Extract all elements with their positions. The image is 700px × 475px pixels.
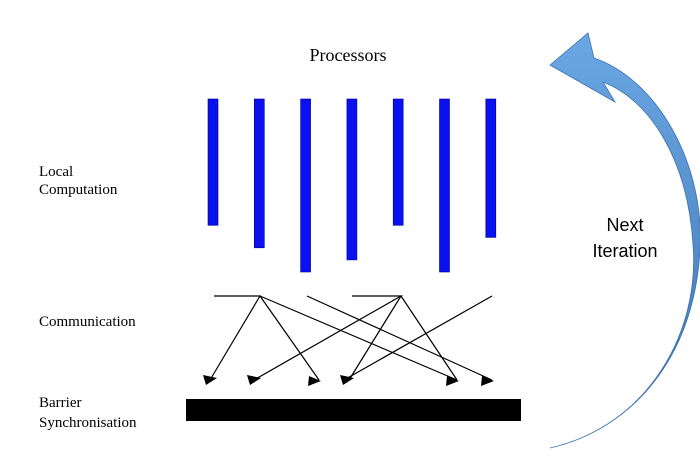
phase-label-line: Synchronisation <box>39 415 137 431</box>
next-iteration-arrow-icon <box>549 32 700 449</box>
phase-label-line: Computation <box>39 182 118 198</box>
phase-label-local-computation: Local Computation <box>39 164 118 198</box>
arrowhead <box>308 376 321 386</box>
communication-lines <box>209 295 493 381</box>
arrowhead <box>247 375 261 385</box>
arrowhead <box>446 376 459 386</box>
next-iteration-label-line: Next <box>606 215 643 235</box>
arrowhead <box>340 375 354 385</box>
message-line <box>400 295 458 381</box>
processor-bars <box>207 98 497 273</box>
message-line <box>209 295 262 381</box>
phase-label-line: Communication <box>39 314 136 330</box>
processor-bar <box>346 98 358 261</box>
message-line <box>259 295 458 381</box>
phase-label-line: Local <box>39 164 73 180</box>
arrowhead <box>203 375 217 385</box>
phase-label-communication: Communication <box>39 314 136 330</box>
processor-bar <box>392 98 404 226</box>
processor-bar <box>485 98 497 238</box>
message-line <box>253 295 404 381</box>
message-line <box>259 295 320 381</box>
barrier-bar <box>186 399 521 421</box>
processors-title: Processors <box>310 45 387 65</box>
phase-label-barrier-synchronisation: Barrier Synchronisation <box>39 395 137 431</box>
next-iteration-label-line: Iteration <box>592 241 657 261</box>
message-line <box>348 295 402 381</box>
processor-bar <box>300 98 311 273</box>
processor-bar <box>254 98 265 249</box>
message-line <box>343 295 493 381</box>
message-arrowheads <box>203 375 494 386</box>
arrowhead <box>481 376 494 386</box>
processor-bar <box>439 98 450 273</box>
phase-label-line: Barrier <box>39 395 81 411</box>
message-line <box>306 295 493 381</box>
processor-bar <box>207 98 219 226</box>
